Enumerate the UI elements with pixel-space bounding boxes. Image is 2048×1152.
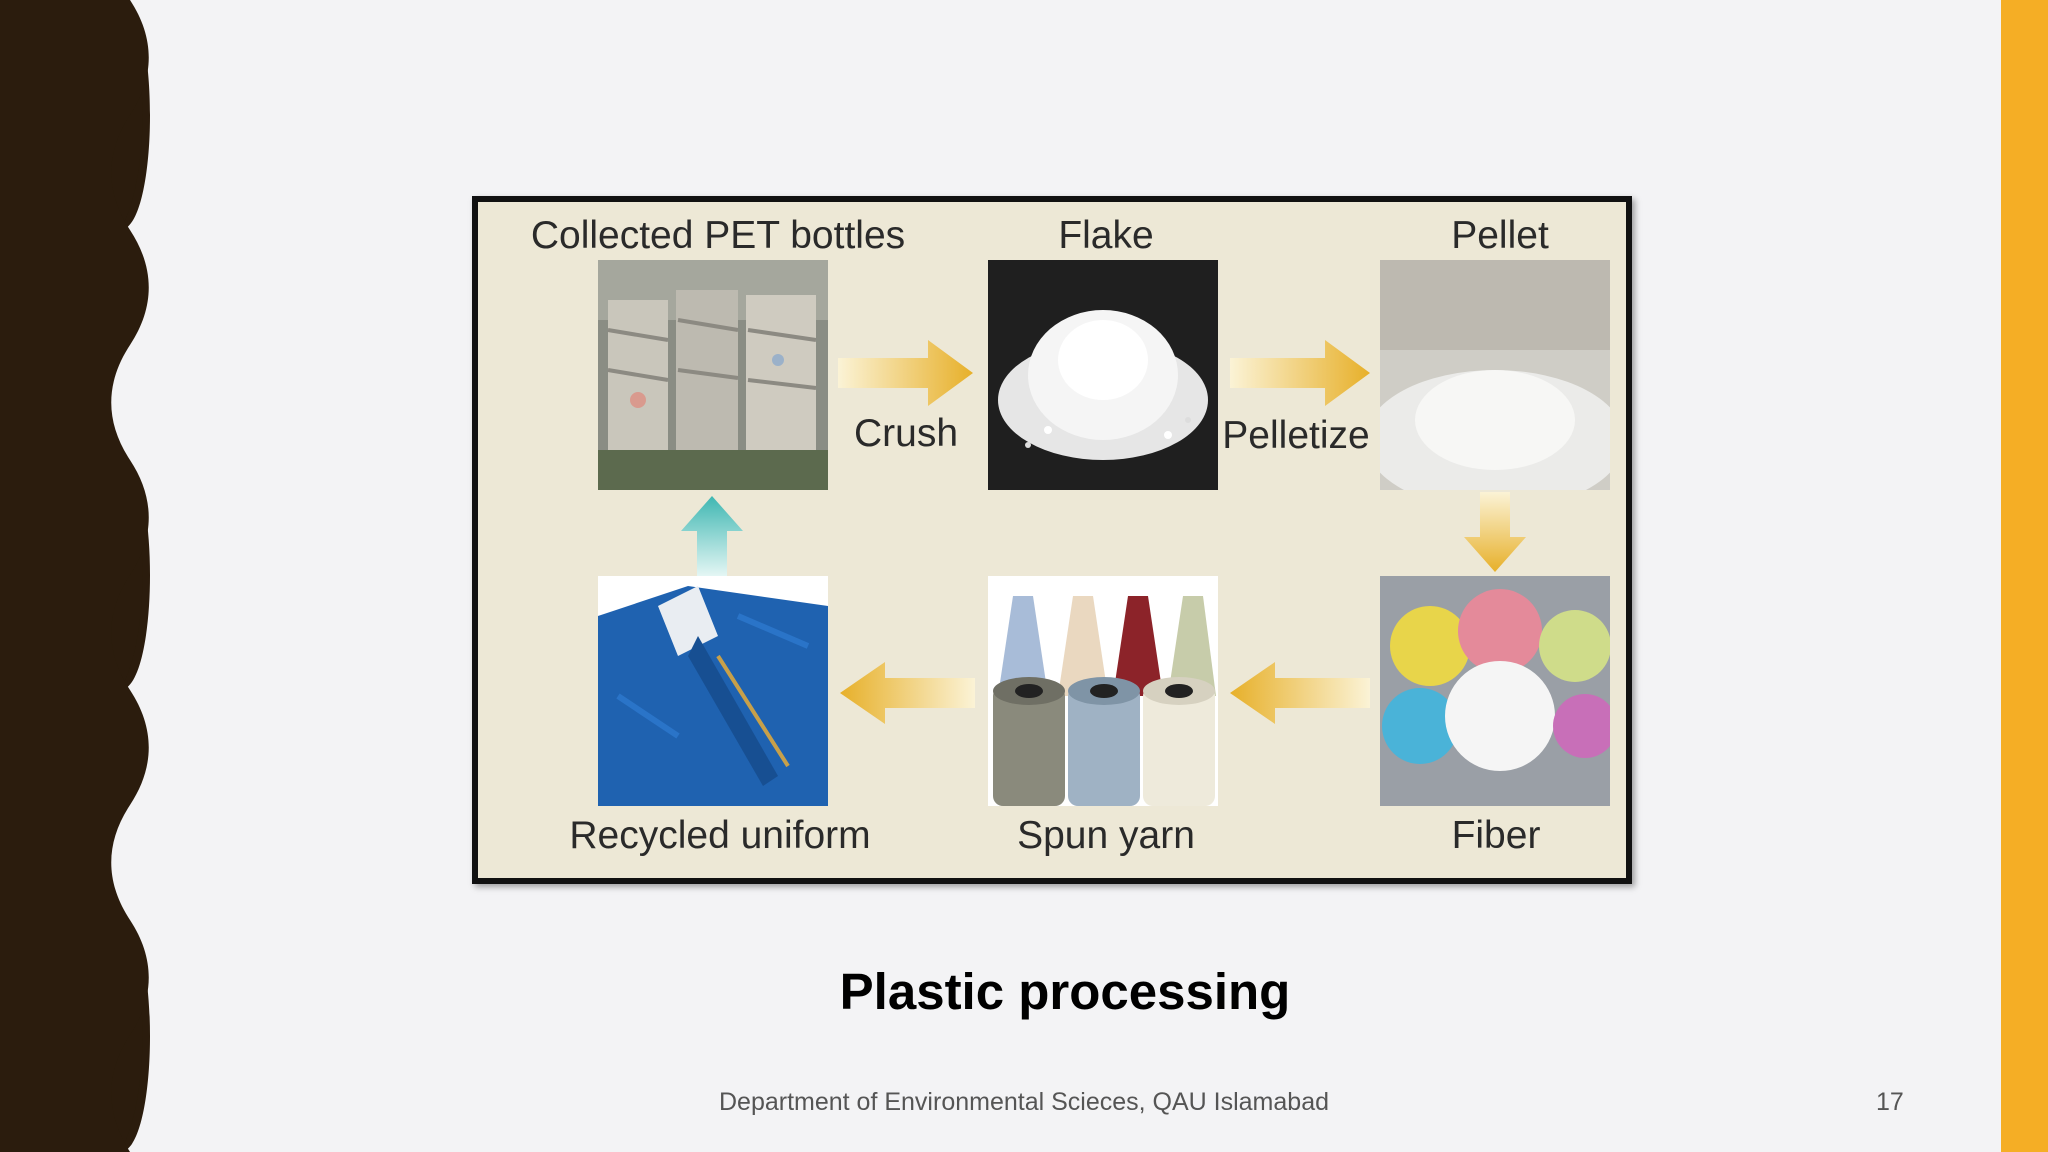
slide-caption: Plastic processing	[839, 963, 1291, 1020]
arrow-up-icon	[681, 496, 743, 576]
spun-yarn-photo	[988, 576, 1218, 806]
left-wavy-border-ripples	[0, 0, 149, 1152]
label-pelletize: Pelletize	[1222, 414, 1370, 457]
flake-photo	[988, 260, 1218, 490]
pellet-photo	[1380, 260, 1610, 490]
arrow-left-icon	[840, 662, 975, 724]
label-flake: Flake	[1058, 214, 1154, 257]
label-pellet: Pellet	[1451, 214, 1549, 257]
arrow-left-icon	[1230, 662, 1370, 724]
arrow-right-icon	[838, 340, 973, 406]
page-number: 17	[1876, 1088, 1904, 1116]
right-accent-bar	[2001, 0, 2048, 1152]
label-fiber: Fiber	[1451, 814, 1541, 857]
pet-recycling-figure: Collected PET bottles Flake Pellet Crush…	[472, 196, 1632, 884]
uniform-photo	[598, 576, 828, 806]
label-recycled-uniform: Recycled uniform	[569, 814, 871, 857]
arrow-down-icon	[1464, 492, 1526, 572]
label-crush: Crush	[853, 412, 959, 455]
label-collected-pet-bottles: Collected PET bottles	[530, 214, 906, 257]
footer-text: Department of Environmental Scieces, QAU…	[719, 1088, 1329, 1116]
fiber-photo	[1380, 576, 1610, 806]
arrow-right-icon	[1230, 340, 1370, 406]
bottles-photo	[598, 260, 828, 490]
label-spun-yarn: Spun yarn	[1017, 814, 1195, 857]
